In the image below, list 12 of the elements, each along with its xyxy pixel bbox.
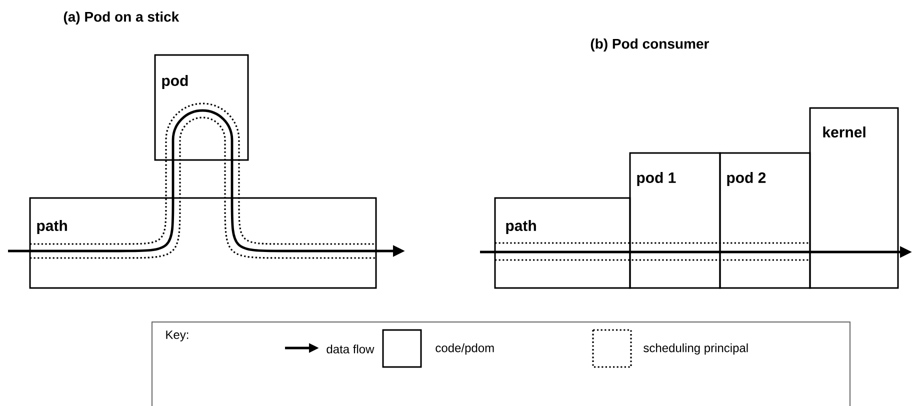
component-box: path	[29, 197, 377, 289]
component-box: pod 2	[719, 152, 811, 289]
legend-text: scheduling principal	[644, 343, 748, 355]
component-box: pod 1	[629, 152, 721, 289]
panel-title: (a) Pod on a stick	[64, 11, 180, 25]
legend-text: data flow	[326, 344, 374, 354]
legend-text: code/pdom	[436, 343, 494, 355]
component-box: path	[494, 197, 631, 289]
panel-title: (b) Pod consumer	[590, 38, 709, 52]
legend-heading: Key:	[166, 330, 188, 342]
component-box: pod	[154, 54, 249, 161]
component-box: kernel	[809, 107, 899, 289]
